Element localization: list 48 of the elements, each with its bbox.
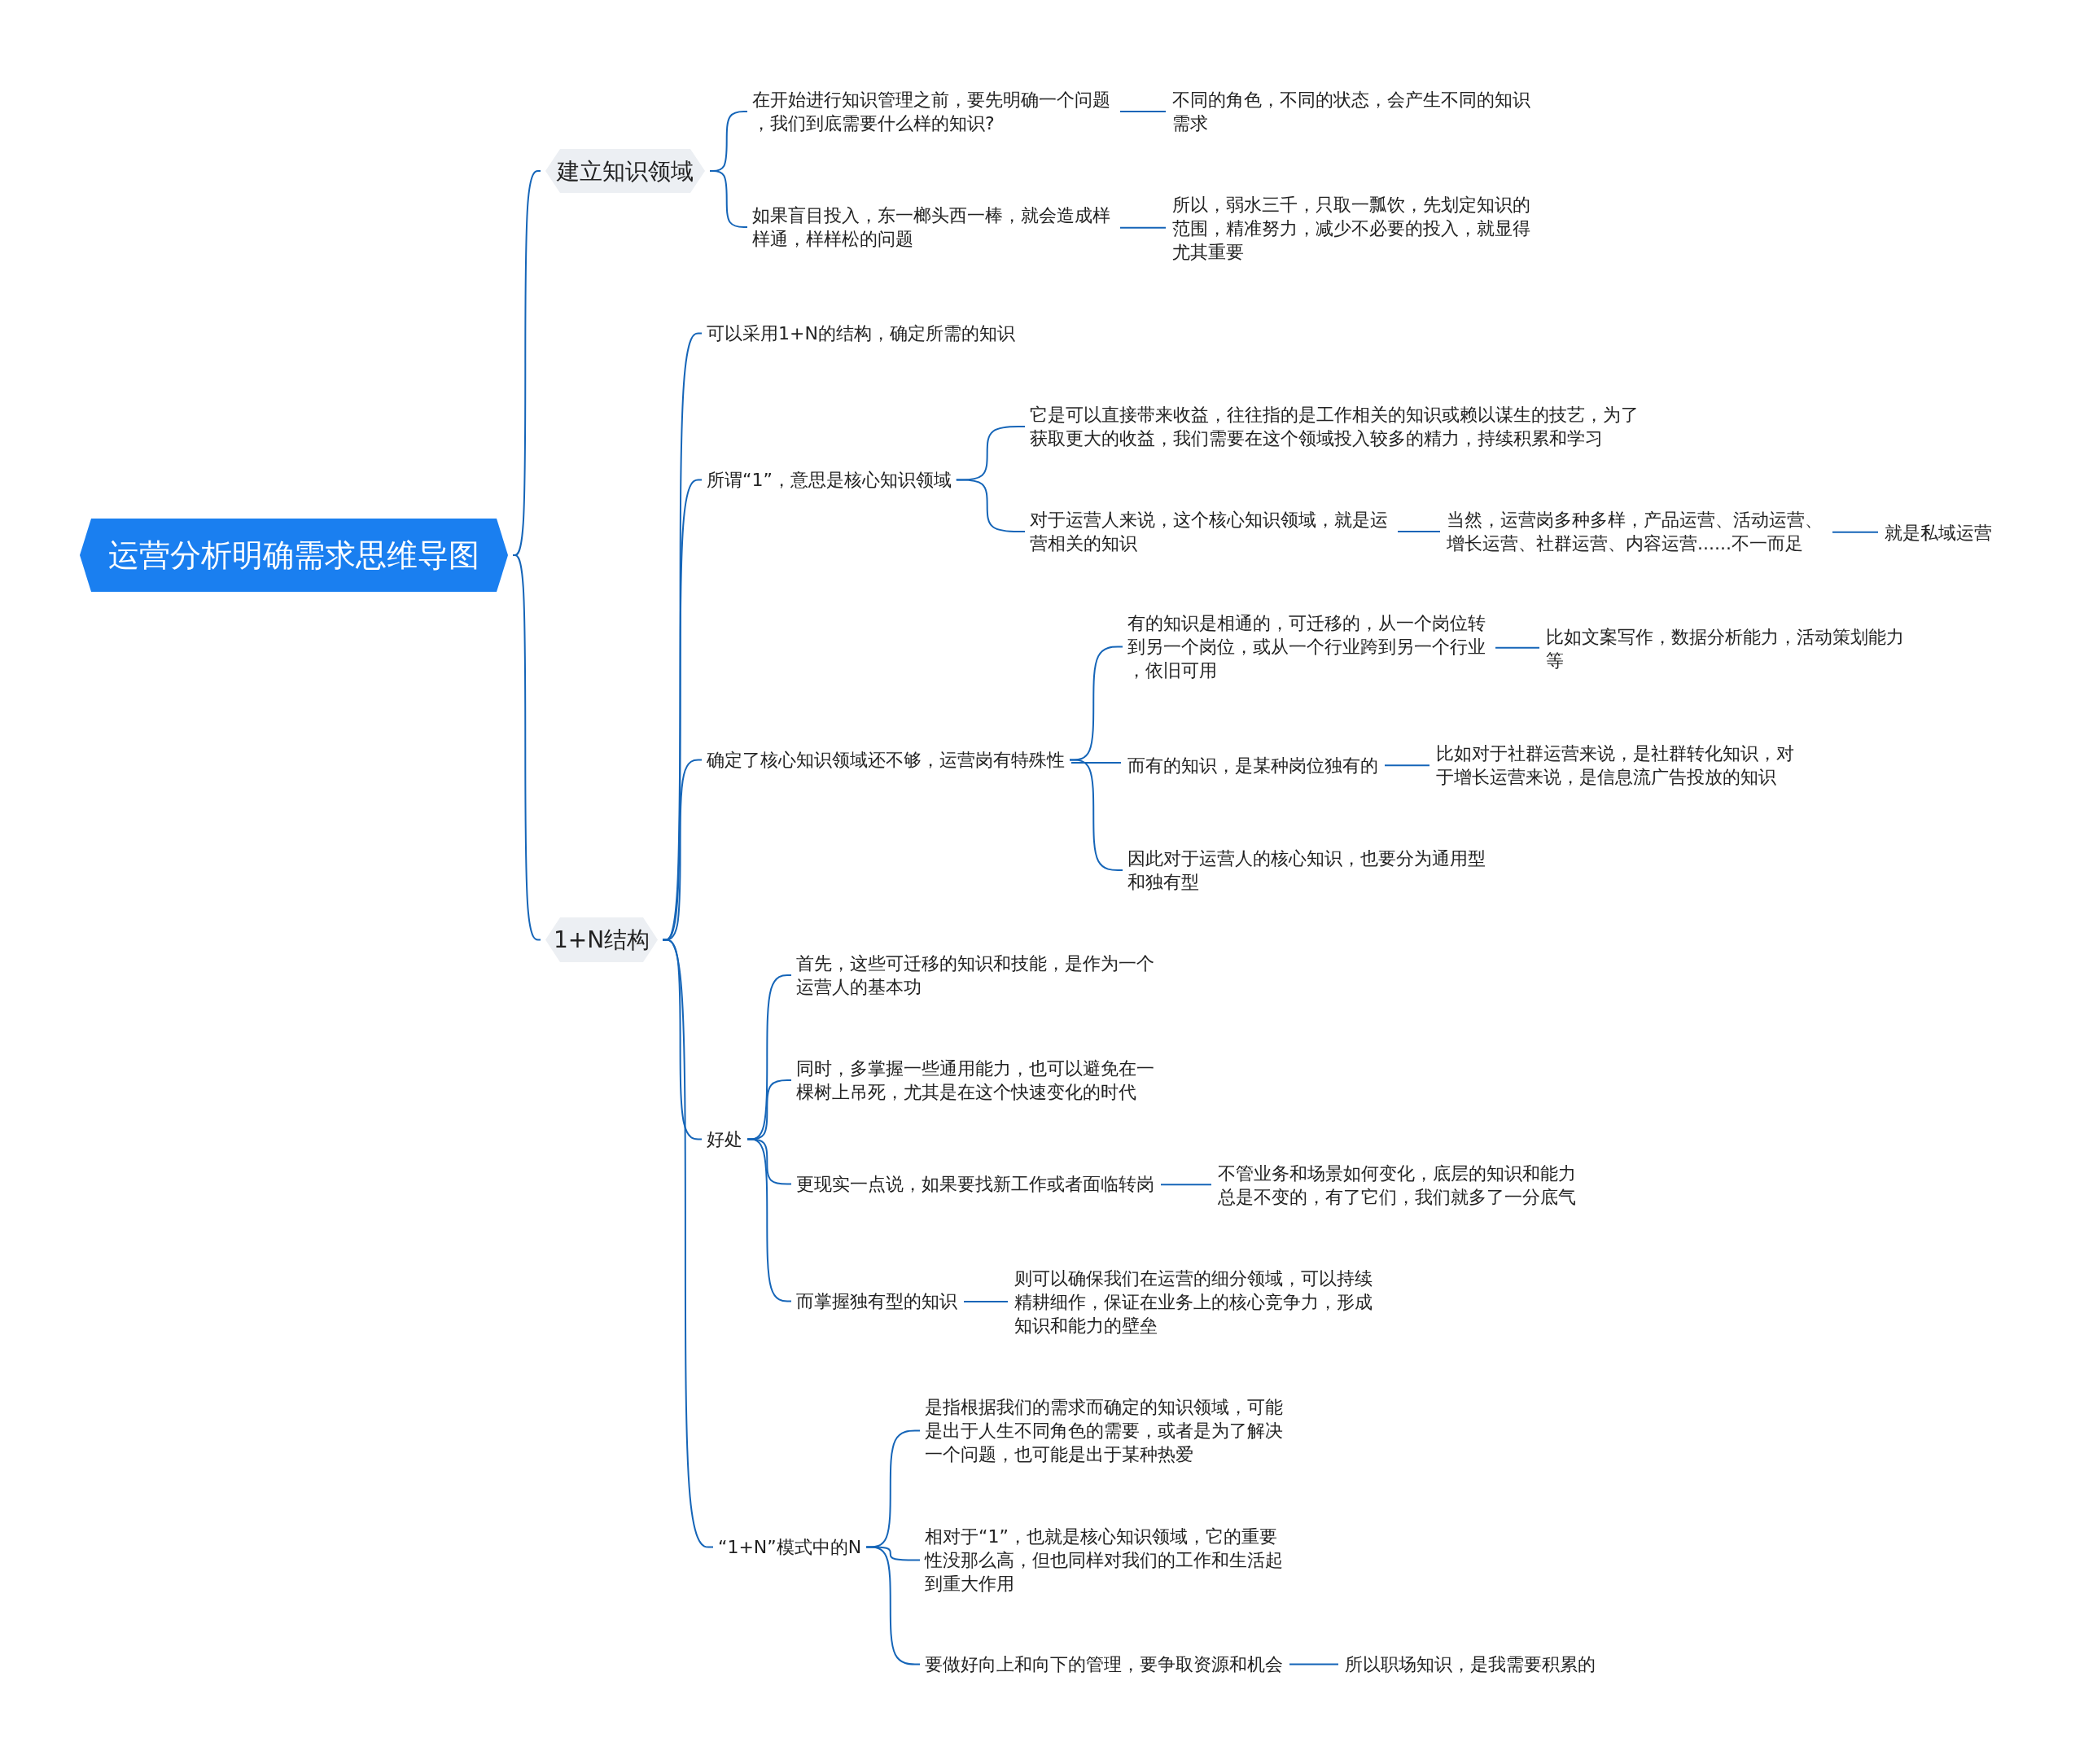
subtopic-text: 不管业务和场景如何变化，底层的知识和能力总是不变的，有了它们，我们就多了一分底气: [1218, 1162, 1579, 1209]
subtopic-text: 所以职场知识，是我需要积累的: [1345, 1652, 1596, 1676]
connector-line: [1495, 646, 1540, 649]
connector-line: [1397, 531, 1441, 532]
subtopic-text: 好处: [707, 1127, 742, 1151]
subtopic-text: 是指根据我们的需求而确定的知识领域，可能是出于人生不同角色的需要，或者是为了解决一个问题，也可能是出于某种热爱: [925, 1395, 1286, 1466]
connector-line: [963, 1301, 1009, 1302]
connector-line: [1069, 759, 1123, 871]
subtopic-text: 它是可以直接带来收益，往往指的是工作相关的知识或赖以谋生的技艺，为了获取更大的收益，我们需要在这个领域投入较多的精力，持续积累和学习: [1030, 403, 1642, 450]
subtopic-text: 如果盲目投入，东一榔头西一棒，就会造成样样通，样样松的问题: [752, 204, 1114, 251]
connector-line: [1160, 1184, 1212, 1186]
connector-line: [1119, 226, 1167, 229]
connector-line: [1070, 762, 1122, 764]
connector-line: [746, 1138, 792, 1302]
subtopic-text: 对于运营人来说，这个核心知识领域，就是运营相关的知识: [1030, 508, 1391, 555]
subtopic-text: 在开始进行知识管理之前，要先明确一个问题，我们到底需要什么样的知识?: [752, 88, 1114, 135]
subtopic-text: 比如文案写作，数据分析能力，活动策划能力等: [1546, 625, 1907, 672]
subtopic-text: 确定了核心知识领域还不够，运营岗有特殊性: [707, 748, 1065, 772]
connector-line: [1384, 764, 1430, 767]
connector-line: [512, 554, 541, 941]
subtopic-text: 首先，这些可迁移的知识和技能，是作为一个运营人的基本功: [796, 952, 1158, 999]
subtopic-text: 比如对于社群运营来说，是社群转化知识，对于增长运营来说，是信息流广告投放的知识: [1436, 742, 1797, 789]
connector-line: [955, 479, 1026, 532]
subtopic-text: 则可以确保我们在运营的细分领域，可以持续精耕细作，保证在业务上的核心竞争力，形成知识和能力的壁垒: [1014, 1267, 1376, 1337]
subtopic-text: 所谓“1”，意思是核心知识领域: [707, 468, 952, 492]
subtopic-text: 当然，运营岗多种多样，产品运营、活动运营、增长运营、社群运营、内容运营......不一而足: [1447, 508, 1826, 555]
main-topic: 1+N结构: [545, 917, 658, 962]
connector-line: [1832, 531, 1879, 533]
main-topic: 建立知识领域: [545, 149, 705, 193]
subtopic-text: 相对于“1”，也就是核心知识领域，它的重要性没那么高，但也同样对我们的工作和生活起到重大作用: [925, 1525, 1286, 1595]
connector-line: [1289, 1663, 1339, 1666]
subtopic-text: 同时，多掌握一些通用能力，也可以避免在一棵树上吊死，尤其是在这个快速变化的时代: [796, 1057, 1158, 1104]
subtopic-text: 而有的知识，是某种岗位独有的: [1127, 754, 1378, 777]
subtopic-text: 因此对于运营人的核心知识，也要分为通用型和独有型: [1127, 847, 1489, 894]
subtopic-text: 就是私域运营: [1885, 521, 1992, 545]
subtopic-text: 不同的角色，不同的状态，会产生不同的知识需求: [1172, 88, 1534, 135]
subtopic-text: 可以采用1+N的结构，确定所需的知识: [707, 322, 1015, 345]
connector-line: [709, 170, 748, 228]
connector-line: [865, 1546, 921, 1666]
subtopic-text: “1+N”模式中的N: [718, 1535, 862, 1559]
subtopic-text: 所以，弱水三千，只取一瓢饮，先划定知识的范围，精准努力，减少不必要的投入，就显得尤其重要: [1172, 193, 1534, 264]
central-topic: 运营分析明确需求思维导图: [80, 519, 508, 592]
connector-line: [1119, 111, 1167, 112]
subtopic-text: 要做好向上和向下的管理，要争取资源和机会: [925, 1652, 1283, 1676]
subtopic-text: 而掌握独有型的知识: [796, 1289, 957, 1313]
subtopic-text: 有的知识是相通的，可迁移的，从一个岗位转到另一个岗位，或从一个行业跨到另一个行业，依旧可用: [1127, 611, 1489, 682]
subtopic-text: 更现实一点说，如果要找新工作或者面临转岗: [796, 1172, 1154, 1196]
connector-line: [662, 939, 714, 1548]
